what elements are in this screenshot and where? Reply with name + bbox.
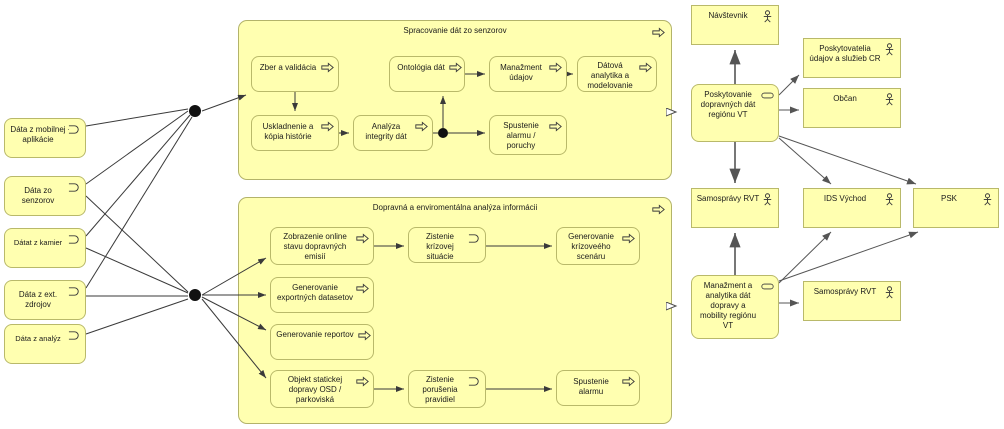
- group-title: Dopravná a enviromentálna analýza inform…: [372, 203, 538, 212]
- process-generovanie-reportov[interactable]: Generovanie reportov: [270, 324, 374, 360]
- interface-icon: [68, 183, 79, 192]
- interface-icon: [68, 287, 79, 296]
- node-label: Spustenie alarmu: [573, 377, 609, 396]
- process-arrow-icon: [321, 121, 334, 132]
- node-label: Samosprávy RVT: [696, 194, 760, 203]
- process-generovanie-exportnych-datasetov[interactable]: Generovanie exportných datasetov: [270, 277, 374, 313]
- data-object-datat-z-kamier[interactable]: Dátat z kamier: [4, 228, 86, 268]
- process-arrow-icon: [549, 121, 562, 132]
- node-label: Dáta z analýz: [15, 334, 61, 343]
- actor-navstevnik[interactable]: Návštevnik: [691, 5, 779, 45]
- junction-and-bottom: [189, 289, 201, 301]
- process-arrow-icon: [356, 233, 369, 244]
- actor-icon: [885, 43, 894, 56]
- node-label: Ontológia dát: [397, 63, 445, 72]
- node-label: Analýza integrity dát: [365, 122, 407, 141]
- process-arrow-icon: [652, 27, 665, 38]
- node-label: Poskytovanie dopravných dát regiónu VT: [700, 90, 756, 119]
- process-arrow-icon: [356, 376, 369, 387]
- actor-icon: [763, 193, 772, 206]
- process-ontologia-dat[interactable]: Ontológia dát: [389, 56, 465, 92]
- process-arrow-icon: [639, 62, 652, 73]
- service-poskytovanie-dopravnych-dat-regionu-vt[interactable]: Poskytovanie dopravných dát regiónu VT: [691, 84, 779, 142]
- process-spustenie-alarmu[interactable]: Spustenie alarmu: [556, 370, 640, 406]
- node-label: Dáta z mobilnej aplikácie: [10, 125, 66, 144]
- actor-ids-vychod[interactable]: IDS Východ: [803, 188, 901, 228]
- node-label: Návštevnik: [708, 11, 748, 20]
- interface-icon: [468, 234, 479, 243]
- node-label: Poskytovatelia údajov a služieb CR: [809, 44, 881, 63]
- interface-icon: [68, 331, 79, 340]
- node-label: Zobrazenie online stavu dopravných emisi…: [283, 232, 347, 261]
- group-spracovanie-dat-zo-senzorov[interactable]: Spracovanie dát zo senzorov: [238, 20, 672, 180]
- data-object-data-z-ext-zdrojov[interactable]: Dáta z ext. zdrojov: [4, 280, 86, 320]
- actor-icon: [885, 193, 894, 206]
- process-zistenie-porusenia-pravidiel[interactable]: Zistenie porušenia pravidiel: [408, 370, 486, 408]
- node-label: Uskladnenie a kópia histórie: [262, 122, 314, 141]
- node-label: Generovanie reportov: [276, 330, 354, 339]
- process-zber-a-validacia[interactable]: Zber a validácia: [251, 56, 339, 92]
- node-label: Objekt statickej dopravy OSD / parkovisk…: [287, 375, 343, 404]
- process-arrow-icon: [449, 62, 462, 73]
- node-label: Spustenie alarmu / poruchy: [503, 121, 539, 150]
- actor-icon: [885, 93, 894, 106]
- junction-and-top: [189, 105, 201, 117]
- actor-icon: [983, 193, 992, 206]
- node-label: Dátová analytika a modelovanie: [587, 61, 633, 90]
- actor-samospravy-rvt-bottom[interactable]: Samosprávy RVT: [803, 281, 901, 321]
- process-manazment-udajov[interactable]: Manažment údajov: [489, 56, 567, 92]
- node-label: Zber a validácia: [259, 63, 317, 72]
- process-arrow-icon: [415, 121, 428, 132]
- node-label: Generovanie exportných datasetov: [276, 283, 354, 302]
- process-spustenie-alarmu-poruchy[interactable]: Spustenie alarmu / poruchy: [489, 115, 567, 155]
- interface-icon: [68, 235, 79, 244]
- node-label: Občan: [833, 94, 857, 103]
- node-label: Dátat z kamier: [13, 238, 63, 247]
- data-object-data-z-analyz[interactable]: Dáta z analýz: [4, 324, 86, 364]
- actor-icon: [885, 286, 894, 299]
- data-object-data-z-mobilnej-aplikacie[interactable]: Dáta z mobilnej aplikácie: [4, 118, 86, 158]
- process-objekt-statickej-dopravy-osd-parkoviska[interactable]: Objekt statickej dopravy OSD / parkovisk…: [270, 370, 374, 408]
- process-analyza-integrity-dat[interactable]: Analýza integrity dát: [353, 115, 433, 151]
- data-object-data-zo-senzorov[interactable]: Dáta zo senzorov: [4, 176, 86, 216]
- interface-icon: [68, 125, 79, 134]
- node-label: Dáta zo senzorov: [21, 186, 55, 205]
- group-title: Spracovanie dát zo senzorov: [403, 26, 507, 35]
- node-label: Manažment a analytika dát dopravy a mobi…: [699, 281, 757, 330]
- process-arrow-icon: [321, 62, 334, 73]
- process-zobrazenie-online-stavu-dopravnych-emisii[interactable]: Zobrazenie online stavu dopravných emisi…: [270, 227, 374, 265]
- process-uskladnenie-a-kopia-historie[interactable]: Uskladnenie a kópia histórie: [251, 115, 339, 151]
- service-manazment-a-analytika-dat-dopravy[interactable]: Manažment a analytika dát dopravy a mobi…: [691, 275, 779, 339]
- interface-icon: [468, 377, 479, 386]
- node-label: Generovanie krízoveého scenáru: [568, 232, 614, 261]
- process-arrow-icon: [622, 233, 635, 244]
- process-arrow-icon: [549, 62, 562, 73]
- process-arrow-icon: [622, 376, 635, 387]
- process-generovanie-krizoveeho-scenaru[interactable]: Generovanie krízoveého scenáru: [556, 227, 640, 265]
- node-label: Manažment údajov: [500, 63, 542, 82]
- node-label: Zistenie krízovej situácie: [425, 232, 454, 261]
- actor-poskytovatelia-udajov-a-sluzieb-cr[interactable]: Poskytovatelia údajov a služieb CR: [803, 38, 901, 78]
- actor-icon: [763, 10, 772, 23]
- service-icon: [761, 92, 774, 99]
- actor-psk[interactable]: PSK: [913, 188, 999, 228]
- process-arrow-icon: [652, 204, 665, 215]
- node-label: Dáta z ext. zdrojov: [18, 290, 58, 309]
- process-datova-analytika-a-modelovanie[interactable]: Dátová analytika a modelovanie: [577, 56, 657, 92]
- node-label: Samosprávy RVT: [813, 287, 877, 296]
- actor-samospravy-rvt-top[interactable]: Samosprávy RVT: [691, 188, 779, 228]
- node-label: PSK: [940, 194, 957, 203]
- service-icon: [761, 283, 774, 290]
- process-arrow-icon: [356, 283, 369, 294]
- node-label: IDS Východ: [823, 194, 867, 203]
- process-zistenie-krizovej-situacie[interactable]: Zistenie krízovej situácie: [408, 227, 486, 263]
- actor-obcan[interactable]: Občan: [803, 88, 901, 128]
- node-label: Zistenie porušenia pravidiel: [422, 375, 458, 404]
- process-arrow-icon: [358, 330, 371, 341]
